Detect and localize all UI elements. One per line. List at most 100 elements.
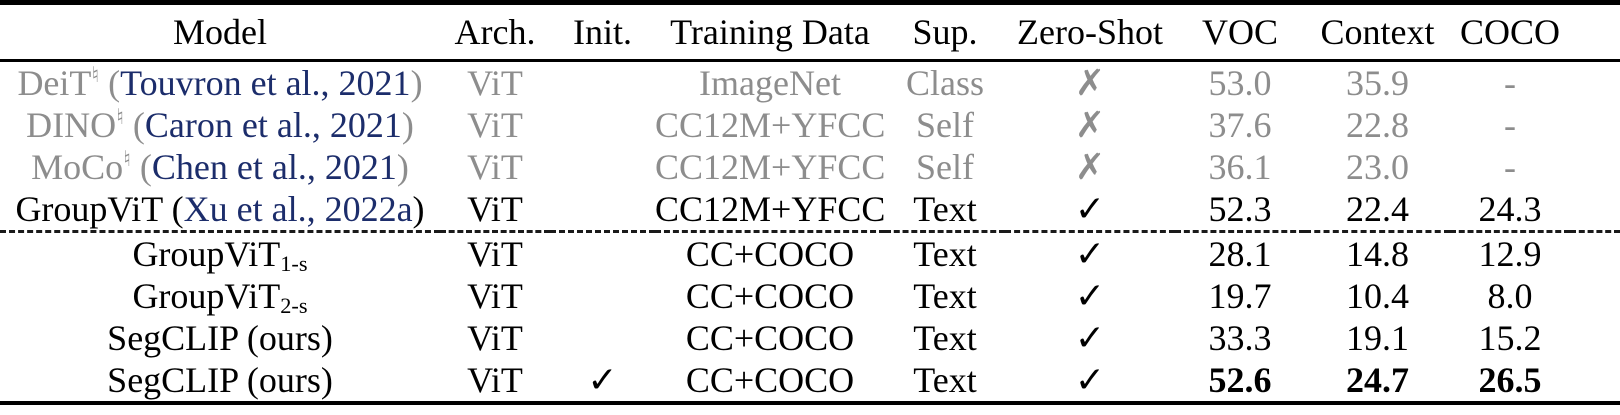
model-name: DINO <box>26 105 117 145</box>
col-header-training-data: Training Data <box>655 5 885 62</box>
citation: Caron et al., 2021 <box>124 105 414 145</box>
natural-sign-icon: ♮ <box>91 63 100 87</box>
row-spacer <box>1570 104 1620 146</box>
coco-score-cell: 8.0 <box>1487 276 1533 316</box>
table-row: GroupViTXu et al., 2022a ViT CC12M+YFCC … <box>0 188 1620 232</box>
model-name: GroupViT <box>15 189 163 229</box>
voc-score-cell: 52.3 <box>1208 189 1272 229</box>
context-score-cell: 19.1 <box>1346 318 1409 358</box>
citation-link[interactable]: Caron et al., 2021 <box>144 105 402 145</box>
supervision-cell: Self <box>916 105 974 145</box>
table-row: DINO♮Caron et al., 2021 ViT CC12M+YFCC S… <box>0 104 1620 146</box>
row-spacer <box>1570 317 1620 359</box>
row-spacer <box>1570 275 1620 317</box>
model-cell: GroupViT Xu et al., 2022a <box>0 188 440 232</box>
context-score-cell: 10.4 <box>1346 276 1409 316</box>
row-spacer <box>1570 146 1620 188</box>
coco-score-cell: 12.9 <box>1450 230 1570 275</box>
results-table-container: Model Arch. Init. Training Data Sup. Zer… <box>0 0 1620 405</box>
supervision-cell: Class <box>905 63 984 103</box>
col-header-context: Context <box>1305 5 1450 62</box>
coco-score-cell: 24.3 <box>1478 189 1542 229</box>
supervision-cell: Text <box>885 230 1005 275</box>
citation-link[interactable]: Touvron et al., 2021 <box>120 63 411 103</box>
voc-score-cell: 53.0 <box>1208 63 1272 103</box>
col-header-arch: Arch. <box>440 5 550 62</box>
arch-cell: ViT <box>467 105 523 145</box>
check-icon: ✓ <box>1074 189 1106 230</box>
init-cell <box>550 104 655 146</box>
check-icon: ✓ <box>587 360 618 401</box>
training-data-cell: CC+COCO <box>685 318 855 358</box>
training-data-cell: ImageNet <box>699 63 841 103</box>
init-cell <box>550 275 655 317</box>
init-cell <box>550 146 655 188</box>
model-name: DeiT <box>17 63 92 103</box>
model-name: GroupViT <box>132 276 281 316</box>
zero-shot-cell: ✓ <box>1005 275 1175 317</box>
row-spacer <box>1570 359 1620 401</box>
supervision-cell: Text <box>913 360 977 400</box>
arch-cell: ViT <box>467 147 523 187</box>
model-name: SegCLIP (ours) <box>107 360 333 400</box>
citation: Xu et al., 2022a <box>163 189 425 229</box>
init-cell: ✓ <box>550 359 655 401</box>
table-row: GroupViT1-s ViT CC+COCO Text ✓ 28.1 14.8… <box>0 230 1620 276</box>
col-header-zero-shot: Zero-Shot <box>1005 5 1175 62</box>
citation-link[interactable]: Chen et al., 2021 <box>151 147 397 187</box>
zero-shot-cell: ✗ <box>1005 146 1175 188</box>
context-score-cell: 35.9 <box>1346 63 1409 103</box>
voc-score-cell: 28.1 <box>1175 230 1305 275</box>
natural-sign-icon: ♮ <box>123 147 131 171</box>
init-cell <box>550 61 655 105</box>
col-header-init: Init. <box>550 5 655 62</box>
table-body: DeiT♮Touvron et al., 2021 ViT ImageNet C… <box>0 61 1620 401</box>
arch-cell: ViT <box>467 318 523 358</box>
context-score-cell: 23.0 <box>1346 147 1409 187</box>
context-score-cell: 14.8 <box>1305 230 1450 275</box>
init-cell <box>550 230 655 275</box>
coco-score-cell: - <box>1504 105 1516 145</box>
results-table: Model Arch. Init. Training Data Sup. Zer… <box>0 5 1620 401</box>
citation: Touvron et al., 2021 <box>99 63 422 103</box>
cross-icon: ✗ <box>1074 147 1106 188</box>
model-cell: GroupViT2-s <box>0 275 440 317</box>
voc-score-cell: 19.7 <box>1208 276 1272 316</box>
training-data-cell: CC+COCO <box>685 276 855 316</box>
citation: Chen et al., 2021 <box>131 147 409 187</box>
coco-score-cell: 26.5 <box>1478 360 1542 400</box>
row-spacer <box>1570 61 1620 105</box>
arch-cell: ViT <box>467 276 523 316</box>
supervision-cell: Text <box>913 318 977 358</box>
context-score-cell: 24.7 <box>1346 360 1409 400</box>
row-spacer <box>1570 230 1620 275</box>
table-row: SegCLIP (ours) ViT ✓ CC+COCO Text ✓ 52.6… <box>0 359 1620 401</box>
supervision-cell: Text <box>913 189 977 229</box>
table-row: DeiT♮ Touvron et al., 2021 ViT ImageNet C… <box>0 61 1620 105</box>
check-icon: ✓ <box>1074 360 1106 401</box>
cross-icon: ✗ <box>1074 63 1106 104</box>
arch-cell: ViT <box>467 63 523 103</box>
zero-shot-cell: ✓ <box>1005 317 1175 359</box>
voc-score-cell: 37.6 <box>1208 105 1272 145</box>
header-row: Model Arch. Init. Training Data Sup. Zer… <box>0 5 1620 62</box>
init-cell <box>550 188 655 232</box>
model-variant-subscript: 2-s <box>280 292 308 318</box>
row-spacer <box>1570 188 1620 232</box>
col-header-sup: Sup. <box>885 5 1005 62</box>
training-data-cell: CC12M+YFCC <box>655 189 886 229</box>
check-icon: ✓ <box>1074 276 1106 317</box>
coco-score-cell: 15.2 <box>1478 318 1542 358</box>
model-cell: SegCLIP (ours) <box>0 359 440 401</box>
col-header-voc: VOC <box>1175 5 1305 62</box>
model-cell: DeiT♮ Touvron et al., 2021 <box>0 61 440 105</box>
zero-shot-cell: ✓ <box>1005 230 1175 275</box>
table-row: SegCLIP (ours) ViT CC+COCO Text ✓ 33.3 1… <box>0 317 1620 359</box>
arch-cell: ViT <box>467 360 523 400</box>
citation-link[interactable]: Xu et al., 2022a <box>183 189 413 229</box>
training-data-cell: CC12M+YFCC <box>655 105 886 145</box>
model-name: SegCLIP (ours) <box>107 318 333 358</box>
model-cell: DINO♮Caron et al., 2021 <box>0 104 440 146</box>
model-cell: MoCo♮Chen et al., 2021 <box>0 146 440 188</box>
model-variant-subscript: 1-s <box>280 250 308 276</box>
